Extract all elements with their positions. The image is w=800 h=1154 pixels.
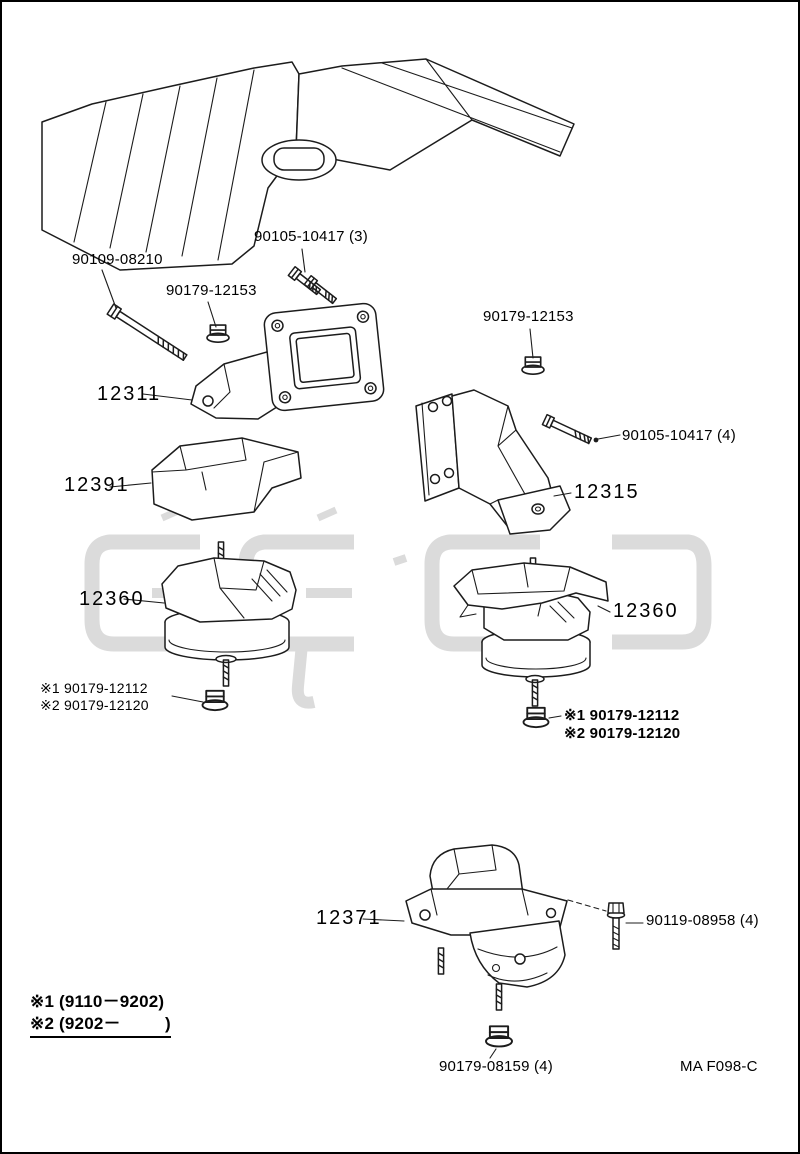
- label-nut-alt1-right: ※1 90179-12112: [564, 707, 680, 724]
- label-part-12391: 12391: [64, 474, 130, 496]
- leader-lines: [101, 248, 644, 1059]
- label-part-12311: 12311: [97, 383, 162, 405]
- label-part-12360-left: 12360: [79, 588, 145, 610]
- bolt-90119-08958: [606, 902, 626, 950]
- label-nut-90179-12153-left: 90179-12153: [166, 282, 257, 299]
- label-nut-alt1-left: ※1 90179-12112: [40, 680, 148, 696]
- insulator-12360-left: [161, 541, 297, 687]
- label-part-12371: 12371: [316, 907, 382, 929]
- dashed-leader: [567, 899, 607, 912]
- label-nut-90179-08159: 90179-08159 (4): [439, 1058, 553, 1075]
- label-nut-alt2-right: ※2 90179-12120: [564, 725, 681, 742]
- label-bolt-90105-10417-3: 90105-10417 (3): [254, 228, 368, 245]
- engine-block: [41, 58, 575, 271]
- insulator-12360-right: [453, 557, 609, 707]
- legend-note-1: ※1 (9110－9202): [30, 992, 165, 1011]
- nut-90179-12153-right: [521, 356, 545, 375]
- bracket-12311: [190, 302, 385, 420]
- bolt-90105-10417-4: [541, 413, 594, 447]
- label-part-12360-right: 12360: [613, 600, 679, 622]
- bolts-90105-10417-3: [287, 265, 339, 307]
- label-part-12315: 12315: [574, 481, 640, 503]
- figure-code: MA F098-C: [680, 1058, 758, 1075]
- shield-12391: [151, 437, 302, 521]
- legend-note-2: ※2 (9202－ ): [30, 1014, 171, 1038]
- mount-12371: [405, 844, 568, 1011]
- label-bolt-90105-10417-4: 90105-10417 (4): [622, 427, 736, 444]
- nut-90179-08159: [485, 1025, 513, 1048]
- leader-dot: [593, 437, 599, 443]
- label-nut-90179-12153-right: 90179-12153: [483, 308, 574, 325]
- bracket-12315: [415, 389, 571, 535]
- label-bolt-90119-08958: 90119-08958 (4): [646, 912, 759, 929]
- label-nut-alt2-left: ※2 90179-12120: [40, 697, 149, 713]
- nut-90179-12153-left: [206, 324, 230, 343]
- nut-90179-12112-left: [201, 689, 229, 712]
- bolt-90109-08210: [106, 303, 190, 364]
- nut-90179-12112-right: [522, 706, 550, 729]
- label-bolt-90109-08210: 90109-08210: [72, 251, 163, 268]
